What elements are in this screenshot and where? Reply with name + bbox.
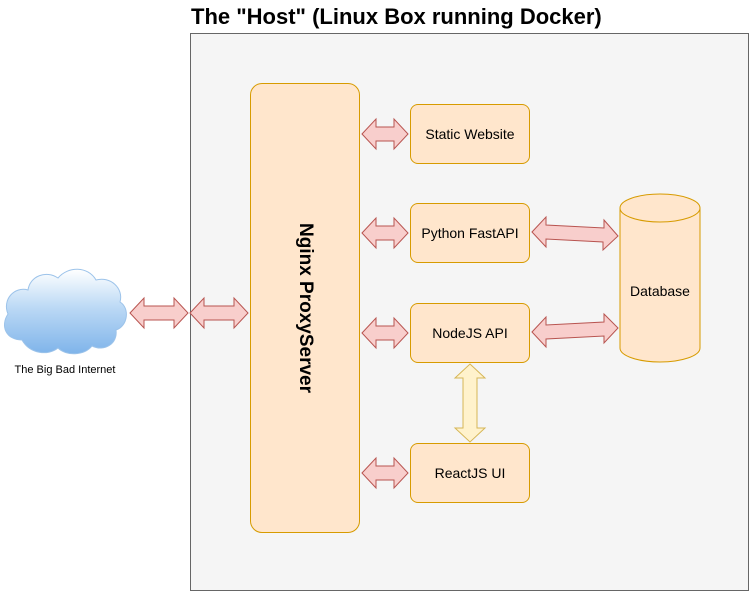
database-label: Database — [630, 283, 690, 299]
internet-label: The Big Bad Internet — [14, 364, 116, 376]
reactjs-ui-node: ReactJS UI — [410, 443, 530, 503]
arrow-nodejs-react — [453, 363, 487, 443]
cloud-icon — [4, 268, 127, 355]
arrow-proxy-nodejs — [361, 316, 409, 350]
arrow-nodejs-database — [531, 312, 619, 349]
python-fastapi-label: Python FastAPI — [421, 225, 519, 241]
static-website-label: Static Website — [425, 126, 515, 142]
arrow-proxy-react — [361, 456, 409, 490]
static-website-node: Static Website — [410, 104, 530, 164]
nginx-proxy-node — [250, 83, 360, 533]
arrow-proxy-static — [361, 117, 409, 151]
reactjs-ui-label: ReactJS UI — [434, 465, 506, 481]
nginx-proxy-label: Nginx ProxyServer — [295, 222, 316, 394]
database-icon — [619, 193, 701, 363]
nodejs-api-label: NodeJS API — [432, 325, 508, 341]
arrow-internet-right — [189, 296, 249, 330]
python-fastapi-node: Python FastAPI — [410, 203, 530, 263]
arrow-proxy-python — [361, 216, 409, 250]
nodejs-api-node: NodeJS API — [410, 303, 530, 363]
arrow-internet-left — [129, 296, 189, 330]
arrow-python-database — [531, 215, 619, 252]
host-title: The "Host" (Linux Box running Docker) — [191, 4, 602, 29]
